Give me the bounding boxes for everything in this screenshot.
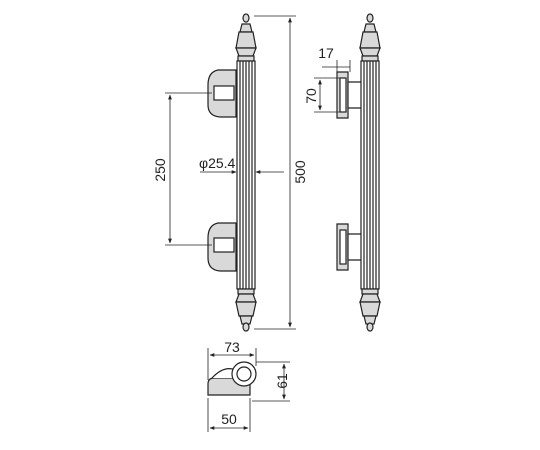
height-61-dimension <box>252 361 290 402</box>
spacing-dimension <box>165 92 212 246</box>
top-width-label: 73 <box>224 339 240 355</box>
side-top-finial <box>359 13 381 62</box>
plan-view <box>207 361 257 396</box>
height-61-label: 61 <box>274 373 290 389</box>
lower-post <box>336 223 363 271</box>
projection-dimension <box>322 60 351 72</box>
side-bottom-finial <box>359 288 381 332</box>
base-width-label: 50 <box>221 411 237 427</box>
base-width-dimension <box>207 398 251 432</box>
front-view <box>207 13 257 332</box>
diameter-label: φ25.4 <box>199 155 236 171</box>
spacing-label: 250 <box>152 158 168 182</box>
bottom-finial <box>235 288 257 332</box>
post-height-label: 70 <box>303 88 319 104</box>
top-finial <box>235 13 257 62</box>
plan-ring-inner <box>236 366 252 382</box>
length-dimension <box>254 15 296 330</box>
post-height-dimension <box>314 77 340 113</box>
projection-label: 17 <box>318 45 334 61</box>
top-width-dimension <box>207 348 257 380</box>
length-label: 500 <box>292 160 308 184</box>
upper-post <box>336 71 363 119</box>
side-view <box>336 13 381 332</box>
